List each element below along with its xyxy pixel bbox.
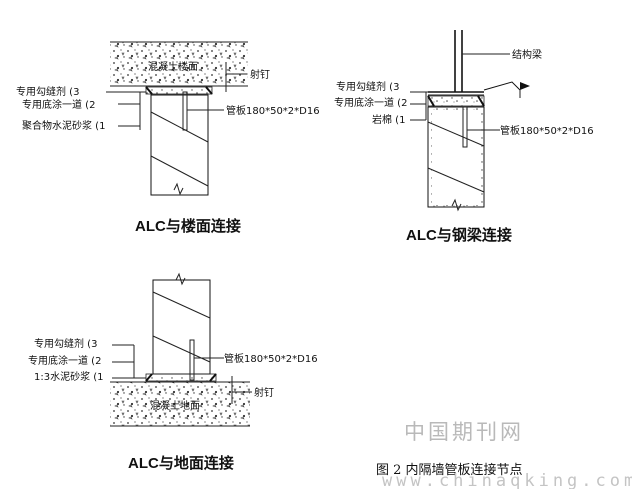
beam-pipe-label: 管板180*50*2*D16 xyxy=(500,124,594,137)
floor-layer-2: 专用底涂一道 (2 xyxy=(22,98,95,111)
shooting-nail-icon xyxy=(228,376,236,404)
steel-beam xyxy=(428,30,484,96)
floor-connection-title: ALC与楼面连接 xyxy=(135,217,241,235)
watermark-url: www.chinaqking.com xyxy=(382,471,632,489)
ground-sealant-band xyxy=(145,373,217,382)
alc-panel-floor xyxy=(150,94,209,196)
flag-icon xyxy=(483,81,530,98)
floor-layer-3: 专用勾缝剂 (3 xyxy=(16,85,79,98)
ground-connection-title: ALC与地面连接 xyxy=(128,454,234,472)
ground-layer-2: 专用底涂一道 (2 xyxy=(28,354,101,367)
ground-layer-3: 专用勾缝剂 (3 xyxy=(34,337,97,350)
pipe-plate-beam xyxy=(462,106,468,148)
beam-connection-detail: 结构梁 专用勾缝剂 (3 专用底涂一道 (2 岩棉 (1 管板180*50*2*… xyxy=(334,30,594,244)
beam-layer-1: 岩棉 (1 xyxy=(372,113,405,126)
concrete-ground-label: 混凝土地面 xyxy=(150,399,200,412)
joint-sealant-band xyxy=(145,86,213,95)
concrete-floor-label: 混凝土楼面 xyxy=(148,60,198,73)
watermark-cn: 中国期刊网 xyxy=(404,420,524,444)
ground-connection-detail: 混凝土地面 射钉 专用勾缝剂 (3 专用底涂一道 (2 1:3水泥砂浆 (1 管… xyxy=(28,272,318,472)
ground-layer-1: 1:3水泥砂浆 (1 xyxy=(34,370,104,383)
concrete-ground-slab xyxy=(110,382,250,426)
floor-connection-detail: 混凝土楼面 射钉 专用勾缝剂 (3 专用底涂一道 (2 聚合物水泥砂浆 (1 管… xyxy=(16,41,320,235)
ground-nail-label: 射钉 xyxy=(254,387,274,399)
beam-layer-3: 专用勾缝剂 (3 xyxy=(336,80,399,93)
beam-layer-2: 专用底涂一道 (2 xyxy=(334,96,407,109)
figure-caption: 图 2 内隔墙管板连接节点 xyxy=(376,462,523,478)
floor-layer-1: 聚合物水泥砂浆 (1 xyxy=(22,119,105,132)
beam-connection-title: ALC与钢梁连接 xyxy=(406,226,512,244)
rock-wool-band xyxy=(427,95,485,107)
shooting-nail-icon xyxy=(222,64,230,92)
concrete-floor-slab xyxy=(110,42,248,86)
beam-label: 结构梁 xyxy=(512,48,542,61)
floor-pipe-label: 管板180*50*2*D16 xyxy=(226,104,320,117)
alc-panel-ground xyxy=(152,279,211,375)
pipe-plate-floor xyxy=(182,91,188,131)
ground-pipe-label: 管板180*50*2*D16 xyxy=(224,352,318,365)
nail-label: 射钉 xyxy=(250,69,270,81)
